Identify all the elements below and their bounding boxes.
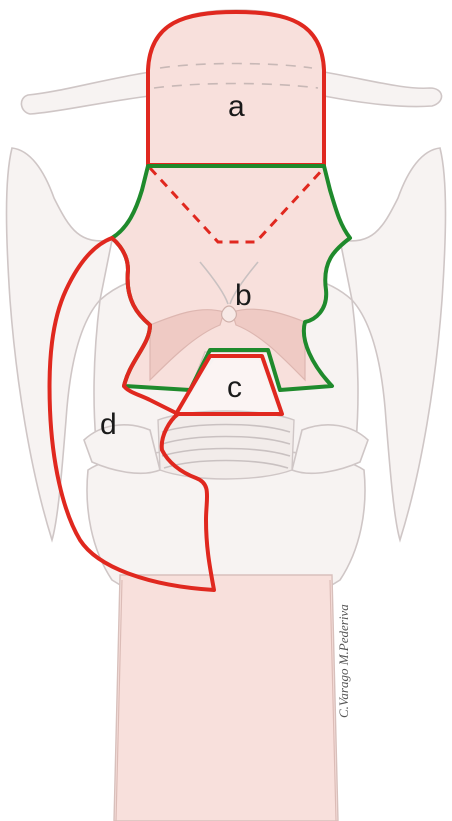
- artist-credit: C.Varago M.Pederiva: [336, 604, 351, 718]
- label-c: c: [227, 371, 242, 404]
- hyoid-bone: [21, 72, 150, 114]
- hyoid-bone-right: [324, 72, 442, 107]
- label-a: a: [228, 90, 245, 123]
- label-d: d: [100, 408, 117, 441]
- label-b: b: [235, 279, 252, 312]
- epiglottis-tip: [148, 10, 324, 165]
- trachea: [114, 575, 338, 821]
